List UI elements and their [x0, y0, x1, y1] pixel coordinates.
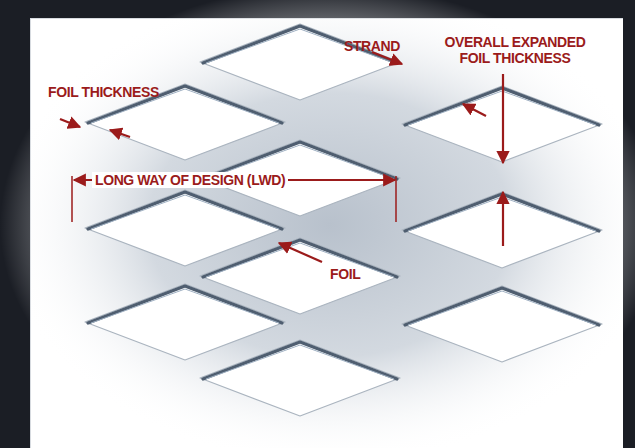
foil-edge	[405, 288, 599, 325]
part-label: FOIL	[330, 266, 360, 282]
foil-edge	[203, 342, 397, 379]
diamond-opening	[200, 340, 400, 416]
dimension-label: LONG WAY OF DESIGN (LWD)	[92, 172, 288, 188]
diamond-opening	[402, 192, 602, 268]
foil-edge-highlight	[91, 289, 279, 323]
dimension-label: OVERALL EXPANDED FOIL THICKNESS	[440, 34, 590, 66]
dimension-label: FOIL THICKNESS	[48, 84, 159, 100]
foil-edge-highlight	[206, 243, 394, 277]
diamond-opening	[402, 286, 602, 362]
foil-edge-highlight	[91, 195, 279, 229]
foil-edge	[203, 240, 397, 277]
diamond-opening	[85, 284, 285, 360]
part-label: STRAND	[344, 38, 400, 54]
foil-mesh	[85, 24, 602, 416]
foil-edge	[88, 192, 282, 229]
foil-edge	[88, 286, 282, 323]
callout-arrows	[60, 52, 503, 262]
foil-edge-highlight	[408, 291, 596, 325]
diamond-opening	[200, 24, 400, 100]
foil-edge-highlight	[206, 345, 394, 379]
